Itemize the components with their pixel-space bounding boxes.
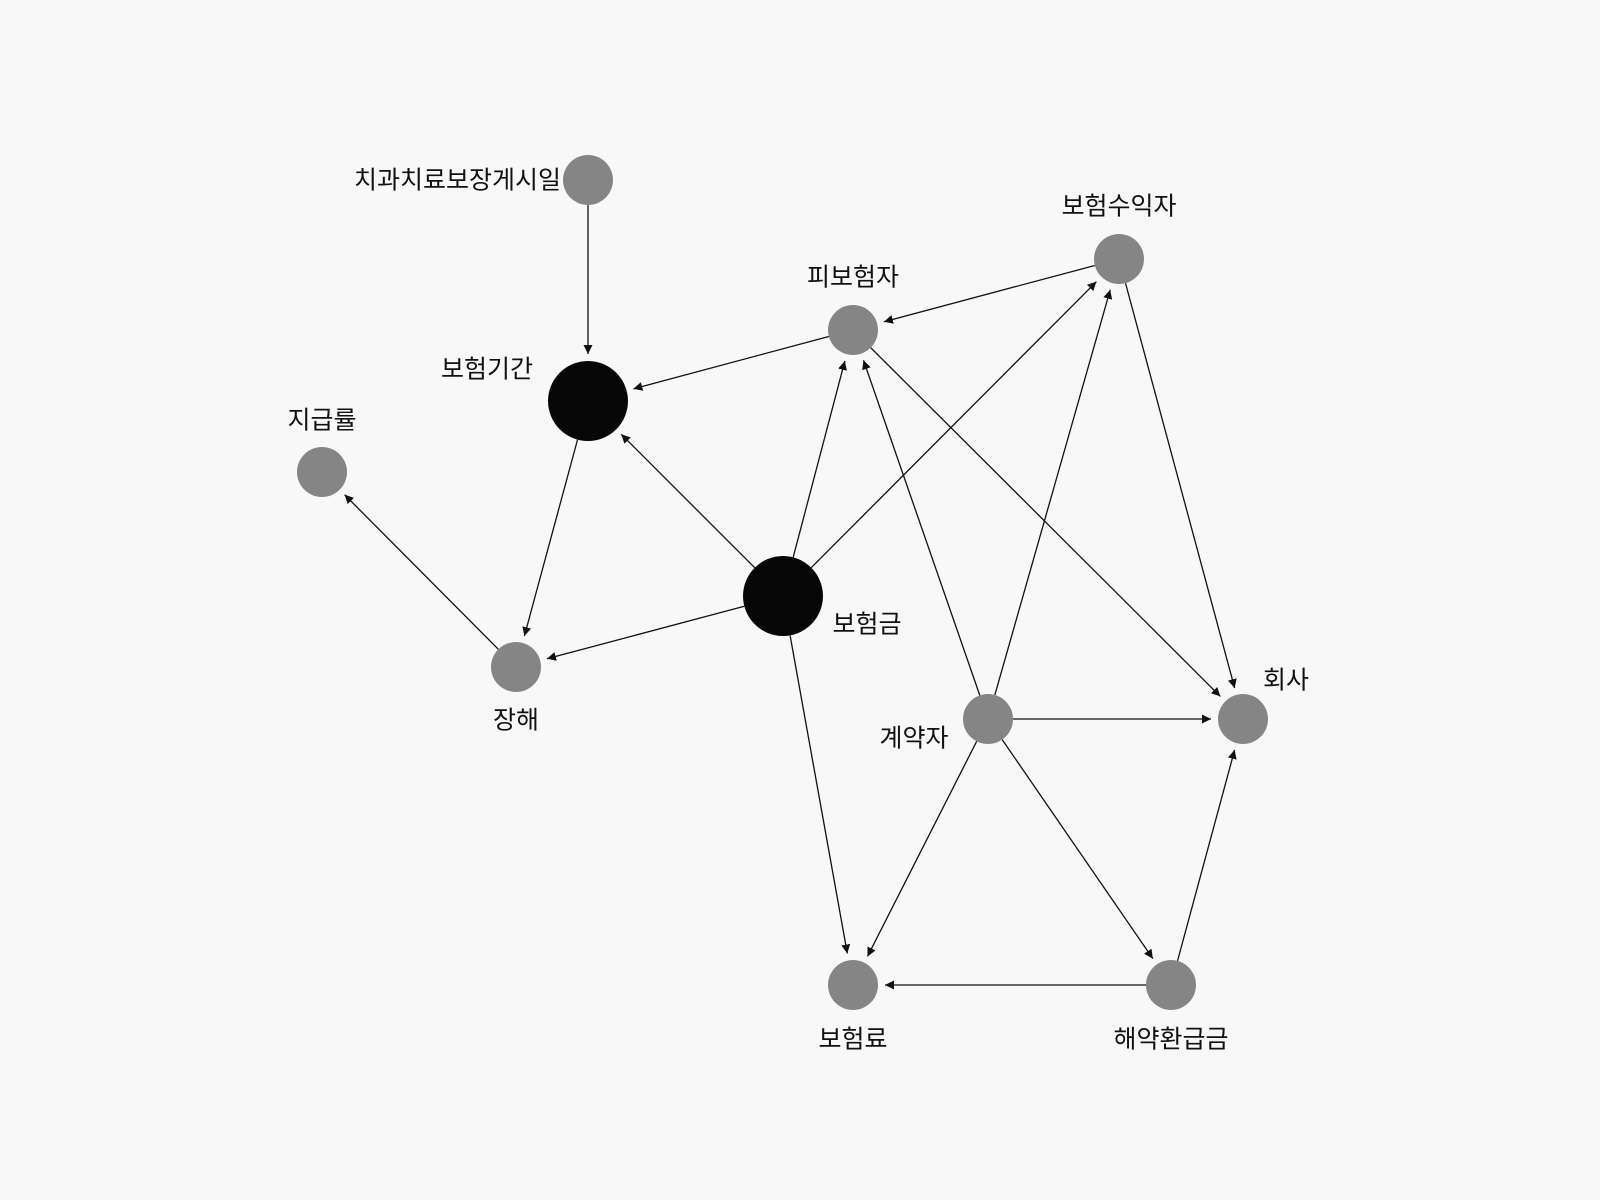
edge-보험기간-to-장해: [522, 439, 579, 637]
node-보험금[interactable]: [743, 556, 823, 636]
node-label: 지급률: [287, 406, 356, 435]
edge-보험수익자-to-피보험자: [883, 264, 1096, 324]
node-label: 보험수익자: [1061, 192, 1176, 221]
edge-보험금-to-보험기간: [620, 433, 756, 569]
node-label: 장해: [493, 706, 539, 735]
edge-보험금-to-보험료: [789, 635, 851, 954]
node-label: 해약환급금: [1113, 1025, 1228, 1054]
node-해약환급금[interactable]: [1146, 960, 1196, 1010]
edge-보험수익자-to-회사: [1124, 282, 1237, 689]
node-보험수익자[interactable]: [1094, 234, 1144, 284]
node-label: 회사: [1263, 666, 1309, 695]
node-label: 보험금: [832, 610, 901, 639]
node-label: 계약자: [879, 724, 948, 753]
node-label: 치과치료보장게시일: [354, 166, 561, 195]
node-치과치료보장게시일[interactable]: [563, 155, 613, 205]
edge-계약자-to-보험수익자: [994, 289, 1113, 696]
node-회사[interactable]: [1218, 694, 1268, 744]
node-label: 보험기간: [441, 355, 533, 384]
node-label: 피보험자: [807, 263, 899, 292]
edge-계약자-to-해약환급금: [1001, 739, 1154, 960]
node-보험기간[interactable]: [548, 361, 628, 441]
node-계약자[interactable]: [963, 694, 1013, 744]
edge-계약자-to-보험료: [866, 740, 978, 957]
edge-피보험자-to-회사: [870, 347, 1221, 697]
edge-해약환급금-to-회사: [1176, 749, 1237, 962]
node-피보험자[interactable]: [828, 305, 878, 355]
edge-보험금-to-보험수익자: [810, 281, 1097, 569]
edge-보험금-to-장해: [546, 605, 745, 661]
edge-계약자-to-피보험자: [862, 360, 981, 696]
node-label: 보험료: [818, 1025, 887, 1054]
node-지급률[interactable]: [297, 447, 347, 497]
node-장해[interactable]: [491, 642, 541, 692]
edge-피보험자-to-보험기간: [633, 335, 830, 391]
edge-장해-to-지급률: [344, 494, 499, 650]
node-보험료[interactable]: [828, 960, 878, 1010]
edge-보험금-to-피보험자: [792, 360, 847, 558]
